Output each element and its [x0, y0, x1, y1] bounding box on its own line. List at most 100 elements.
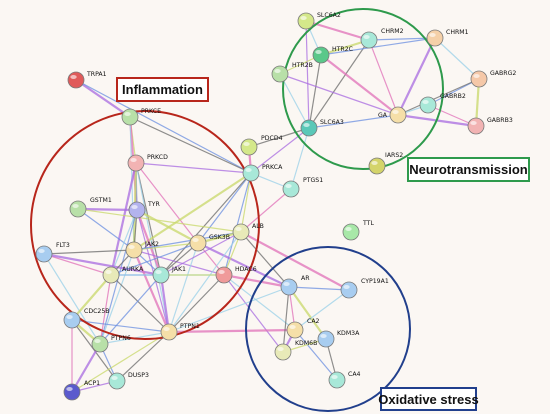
node-circle[interactable]: [280, 278, 298, 296]
edge-alb-ar: [240, 231, 290, 288]
node-highlight: [315, 50, 322, 54]
node-label: CHRM1: [446, 29, 469, 36]
node-circle[interactable]: [419, 96, 437, 114]
node-highlight: [155, 270, 162, 274]
node-circle[interactable]: [242, 164, 260, 182]
node-circle[interactable]: [189, 234, 207, 252]
node-label: JAK1: [171, 266, 186, 273]
node-circle[interactable]: [35, 245, 53, 263]
node-jak2[interactable]: JAK2: [125, 241, 159, 259]
edge-ptpn1-ca2: [168, 328, 296, 334]
node-circle[interactable]: [340, 281, 358, 299]
node-gabrb3[interactable]: GABRB3: [467, 117, 513, 135]
node-circle[interactable]: [63, 383, 81, 401]
node-slc6a2[interactable]: SLC6A2: [297, 12, 341, 30]
node-circle[interactable]: [360, 31, 378, 49]
node-ptpn6[interactable]: PTPN6: [91, 335, 131, 353]
node-chrm2[interactable]: CHRM2: [360, 28, 404, 49]
edge-prkca-gsk3b: [197, 172, 252, 244]
edge-prkcd-prkca: [135, 162, 252, 174]
node-highlight: [283, 282, 290, 286]
edge-hdac6-ar: [223, 273, 290, 289]
node-ca4[interactable]: CA4: [328, 371, 361, 389]
node-highlight: [345, 227, 352, 231]
edge-flt3-aurka: [43, 253, 112, 276]
cluster-circle-oxidative-stress: [245, 246, 411, 412]
node-gstm1[interactable]: GSTM1: [69, 197, 112, 218]
node-circle[interactable]: [240, 138, 258, 156]
node-htr2c[interactable]: HTR2C: [312, 46, 353, 64]
node-ptpn1[interactable]: PTPN1: [160, 323, 200, 341]
node-circle[interactable]: [160, 323, 178, 341]
node-circle[interactable]: [282, 180, 300, 198]
node-ttl[interactable]: TTL: [342, 220, 374, 241]
node-kdm3a[interactable]: KDM3A: [317, 330, 360, 348]
node-circle[interactable]: [342, 223, 360, 241]
node-circle[interactable]: [368, 157, 386, 175]
node-htr2b[interactable]: HTR2B: [271, 62, 313, 83]
node-circle[interactable]: [389, 106, 407, 124]
node-circle[interactable]: [67, 71, 85, 89]
edge-ar-kdm3a: [288, 286, 327, 340]
node-pdcd4[interactable]: PDCD4: [240, 135, 283, 156]
node-cyp19a1[interactable]: CYP19A1: [340, 278, 389, 299]
node-circle[interactable]: [108, 372, 126, 390]
node-highlight: [277, 347, 284, 351]
node-kdm6b[interactable]: KDM6B: [274, 340, 317, 361]
edge-alb-cyp19a1: [240, 231, 350, 291]
node-circle[interactable]: [121, 108, 139, 126]
node-aurka[interactable]: AURKA: [102, 266, 144, 284]
node-circle[interactable]: [467, 117, 485, 135]
node-circle[interactable]: [470, 70, 488, 88]
node-label: PRKCE: [141, 108, 161, 115]
node-prkce[interactable]: PRKCE: [121, 108, 161, 126]
node-dusp3[interactable]: DUSP3: [108, 372, 149, 390]
node-trpa1[interactable]: TRPA1: [67, 71, 107, 89]
node-highlight: [163, 327, 170, 331]
node-circle[interactable]: [232, 223, 250, 241]
edge-prkcd-aurka: [109, 162, 138, 276]
node-circle[interactable]: [102, 266, 120, 284]
node-chrm1[interactable]: CHRM1: [426, 29, 469, 47]
node-ca2[interactable]: CA2: [286, 318, 320, 339]
node-prkcd[interactable]: PRKCD: [127, 154, 168, 172]
node-label: ALB: [252, 223, 264, 230]
node-alb[interactable]: ALB: [232, 223, 264, 241]
node-circle[interactable]: [297, 12, 315, 30]
node-circle[interactable]: [127, 154, 145, 172]
node-circle[interactable]: [152, 266, 170, 284]
node-iars2[interactable]: IARS2: [368, 152, 403, 175]
edge-tyr-aurka: [110, 209, 138, 276]
node-gabrb2[interactable]: GABRB2: [419, 93, 466, 114]
node-label: CA4: [348, 371, 361, 378]
node-tyr[interactable]: TYR: [128, 201, 161, 219]
node-circle[interactable]: [274, 343, 292, 361]
node-circle[interactable]: [128, 201, 146, 219]
node-ptgs1[interactable]: PTGS1: [282, 177, 323, 198]
node-hdac6[interactable]: HDAC6: [215, 266, 257, 284]
node-circle[interactable]: [69, 200, 87, 218]
node-gsk3b[interactable]: GSK3B: [189, 234, 230, 252]
node-circle[interactable]: [125, 241, 143, 259]
node-circle[interactable]: [328, 371, 346, 389]
node-circle[interactable]: [300, 119, 318, 137]
node-label: HTR2C: [332, 46, 353, 53]
node-flt3[interactable]: FLT3: [35, 242, 70, 263]
node-gabrg2[interactable]: GABRG2: [470, 70, 516, 88]
node-circle[interactable]: [63, 311, 81, 329]
node-cdc25b[interactable]: CDC25B: [63, 308, 110, 329]
node-circle[interactable]: [312, 46, 330, 64]
node-circle[interactable]: [271, 65, 289, 83]
node-circle[interactable]: [317, 330, 335, 348]
node-slc6a3[interactable]: SLC6A3: [300, 119, 344, 137]
node-label: TTL: [362, 220, 374, 227]
node-ar[interactable]: AR: [280, 275, 310, 296]
node-jak1[interactable]: JAK1: [152, 266, 186, 284]
node-circle[interactable]: [286, 321, 304, 339]
node-circle[interactable]: [91, 335, 109, 353]
node-prkca[interactable]: PRKCA: [242, 164, 283, 182]
node-acp1[interactable]: ACP1: [63, 380, 100, 401]
node-circle[interactable]: [426, 29, 444, 47]
node-ga[interactable]: GA: [378, 106, 407, 124]
node-circle[interactable]: [215, 266, 233, 284]
